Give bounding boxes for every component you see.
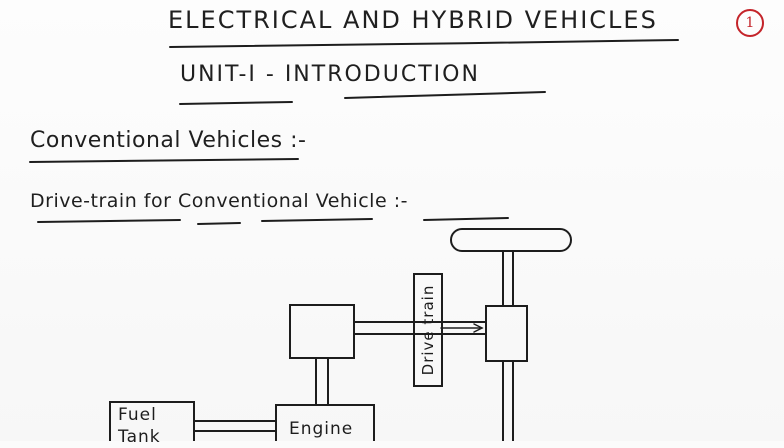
title-underline — [169, 39, 679, 48]
transmission-box — [289, 304, 355, 359]
steering-wheel-shape — [450, 228, 572, 252]
heading2-underline-2 — [197, 222, 241, 225]
subtitle-underline-2 — [344, 91, 546, 99]
engine-box — [275, 404, 375, 441]
subtitle-underline-1 — [179, 101, 293, 105]
page-title: ELECTRICAL AND HYBRID VEHICLES — [168, 6, 658, 34]
final-drive-box — [485, 305, 528, 362]
heading1-underline — [29, 158, 299, 163]
fuel-tank-box — [109, 401, 195, 441]
drive-train-label: Drive train — [414, 274, 442, 386]
section-heading-drive-train: Drive-train for Conventional Vehicle :- — [30, 190, 408, 212]
section-heading-conventional-vehicles: Conventional Vehicles :- — [30, 128, 307, 153]
engine-label: Engine — [289, 419, 354, 439]
page-number-badge: 1 — [736, 9, 764, 37]
heading2-underline-1 — [37, 219, 181, 223]
drive-train-label-box — [413, 273, 443, 387]
heading2-underline-3 — [261, 218, 373, 222]
heading2-underline-4 — [423, 217, 509, 221]
drive-train-label-text: Drive train — [419, 284, 437, 376]
fuel-tank-label: Fuel Tank — [118, 405, 161, 447]
unit-subtitle: UNIT-I - INTRODUCTION — [180, 62, 480, 87]
